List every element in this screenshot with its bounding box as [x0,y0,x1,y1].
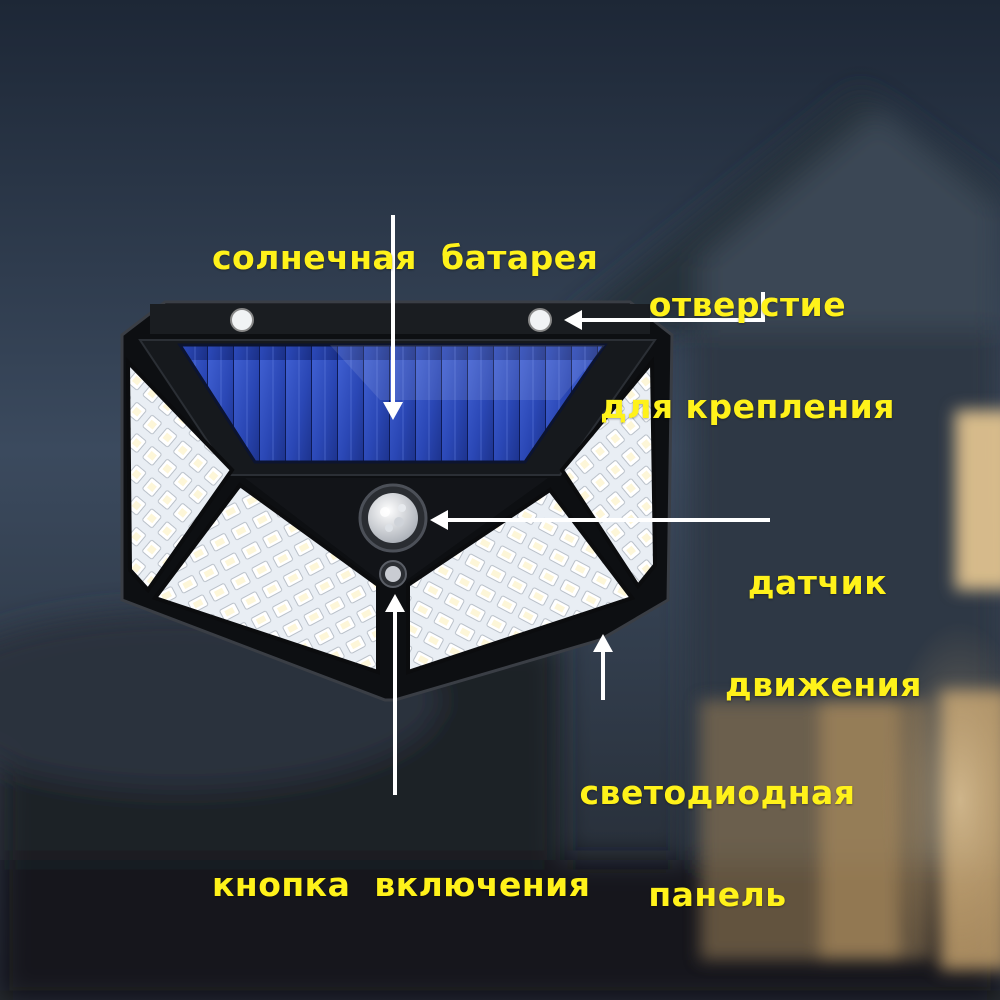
led-panel-bottom-left [151,482,380,675]
motion-sensor-icon [358,483,428,553]
arrow-solar-panel [383,215,403,420]
led-panel-left-side [125,356,235,594]
arrow-motion-sensor [430,510,770,530]
arrow-mount-hole [564,292,765,330]
label-solar-panel: солнечная батарея [212,238,599,277]
label-power-button: кнопка включения [212,865,591,904]
label-mount-hole: отверстие для крепления [600,285,895,426]
arrow-power-button [385,594,405,795]
arrow-led-panel [593,634,613,700]
power-button-icon [379,560,407,588]
label-led-panel: светодиодная панель [579,773,856,914]
led-panel-bottom-right [406,487,636,675]
label-motion-sensor: датчик движения [725,563,922,704]
led-panel-right-side [559,356,658,590]
mount-hole-icon [230,308,552,332]
